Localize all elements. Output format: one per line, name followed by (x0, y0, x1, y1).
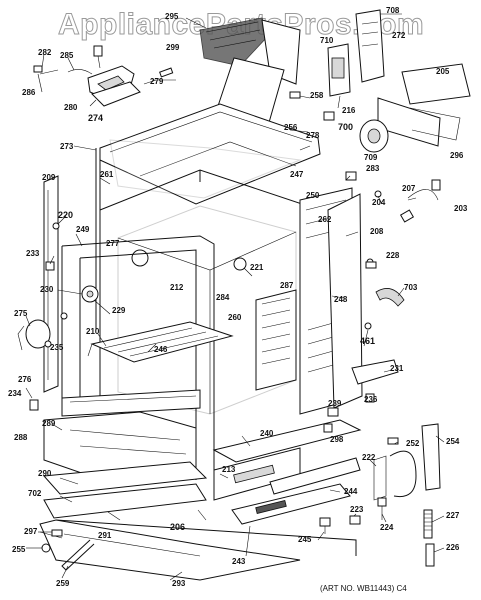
small-parts-right (319, 171, 441, 567)
callout-208: 208 (370, 227, 384, 236)
callout-296: 296 (450, 151, 464, 160)
callout-252: 252 (406, 439, 420, 448)
callout-205: 205 (436, 67, 450, 76)
callout-234: 234 (8, 389, 22, 398)
callout-223: 223 (350, 505, 364, 514)
callout-226: 226 (446, 543, 460, 552)
callout-227: 227 (446, 511, 460, 520)
callout-244: 244 (344, 487, 358, 496)
burner-valve-assembly (33, 45, 176, 107)
callout-259: 259 (56, 579, 70, 588)
callout-258: 258 (310, 91, 324, 100)
callout-276: 276 (18, 375, 32, 384)
callout-229: 229 (112, 306, 126, 315)
callout-246: 246 (154, 345, 168, 354)
callout-222: 222 (362, 453, 376, 462)
callout-245: 245 (298, 535, 312, 544)
callout-287: 287 (280, 281, 294, 290)
callout-247: 247 (290, 170, 304, 179)
callout-231: 231 (390, 364, 404, 373)
callout-708: 708 (386, 6, 400, 15)
callout-230: 230 (40, 285, 54, 294)
callout-206: 206 (170, 522, 185, 532)
callout-221: 221 (250, 263, 264, 272)
callout-709: 709 (364, 153, 378, 162)
callout-273: 273 (60, 142, 74, 151)
callout-293: 293 (172, 579, 186, 588)
callout-228: 228 (386, 251, 400, 260)
callout-233: 233 (26, 249, 40, 258)
callout-274: 274 (88, 113, 103, 123)
callout-labels: 295 708 710 272 205 282 285 299 279 286 … (8, 6, 468, 588)
callout-298: 298 (330, 435, 344, 444)
callout-291: 291 (98, 531, 112, 540)
art-number: (ART NO. WB11443) C4 (320, 584, 407, 593)
callout-224: 224 (380, 523, 394, 532)
callout-209: 209 (42, 173, 56, 182)
callout-280: 280 (64, 103, 78, 112)
callout-299: 299 (166, 43, 180, 52)
callout-213: 213 (222, 465, 236, 474)
callout-284: 284 (216, 293, 230, 302)
callout-207: 207 (402, 184, 416, 193)
callout-297: 297 (24, 527, 38, 536)
control-components (289, 9, 471, 153)
callout-260: 260 (228, 313, 242, 322)
callout-295: 295 (165, 12, 179, 21)
callout-285: 285 (60, 51, 74, 60)
small-parts-left (17, 222, 99, 571)
callout-255: 255 (12, 545, 26, 554)
callout-290: 290 (38, 469, 52, 478)
callout-702: 702 (28, 489, 42, 498)
range-cabinet (39, 103, 363, 581)
callout-250: 250 (306, 191, 320, 200)
callout-286: 286 (22, 88, 36, 97)
callout-275: 275 (14, 309, 28, 318)
callout-262: 262 (318, 215, 332, 224)
callout-461: 461 (360, 336, 375, 346)
callout-210: 210 (86, 327, 100, 336)
callout-254: 254 (446, 437, 460, 446)
callout-248: 248 (334, 295, 348, 304)
callout-256: 256 (284, 123, 298, 132)
callout-279: 279 (150, 77, 164, 86)
callout-278: 278 (306, 131, 320, 140)
callout-239: 239 (328, 399, 342, 408)
callout-249: 249 (76, 225, 90, 234)
callout-272: 272 (392, 31, 406, 40)
callout-703: 703 (404, 283, 418, 292)
callout-710: 710 (320, 36, 334, 45)
callout-289: 289 (42, 419, 56, 428)
callout-288: 288 (14, 433, 28, 442)
callout-700: 700 (338, 122, 353, 132)
callout-243: 243 (232, 557, 246, 566)
callout-204: 204 (372, 198, 386, 207)
callout-203: 203 (454, 204, 468, 213)
callout-282: 282 (38, 48, 52, 57)
callout-261: 261 (100, 170, 114, 179)
callout-240: 240 (260, 429, 274, 438)
callout-236: 236 (364, 395, 378, 404)
callout-277: 277 (106, 239, 120, 248)
callout-212: 212 (170, 283, 184, 292)
leader-lines (25, 13, 445, 581)
callout-283: 283 (366, 164, 380, 173)
callout-220: 220 (58, 210, 73, 220)
callout-216: 216 (342, 106, 356, 115)
callout-235: 235 (50, 343, 64, 352)
